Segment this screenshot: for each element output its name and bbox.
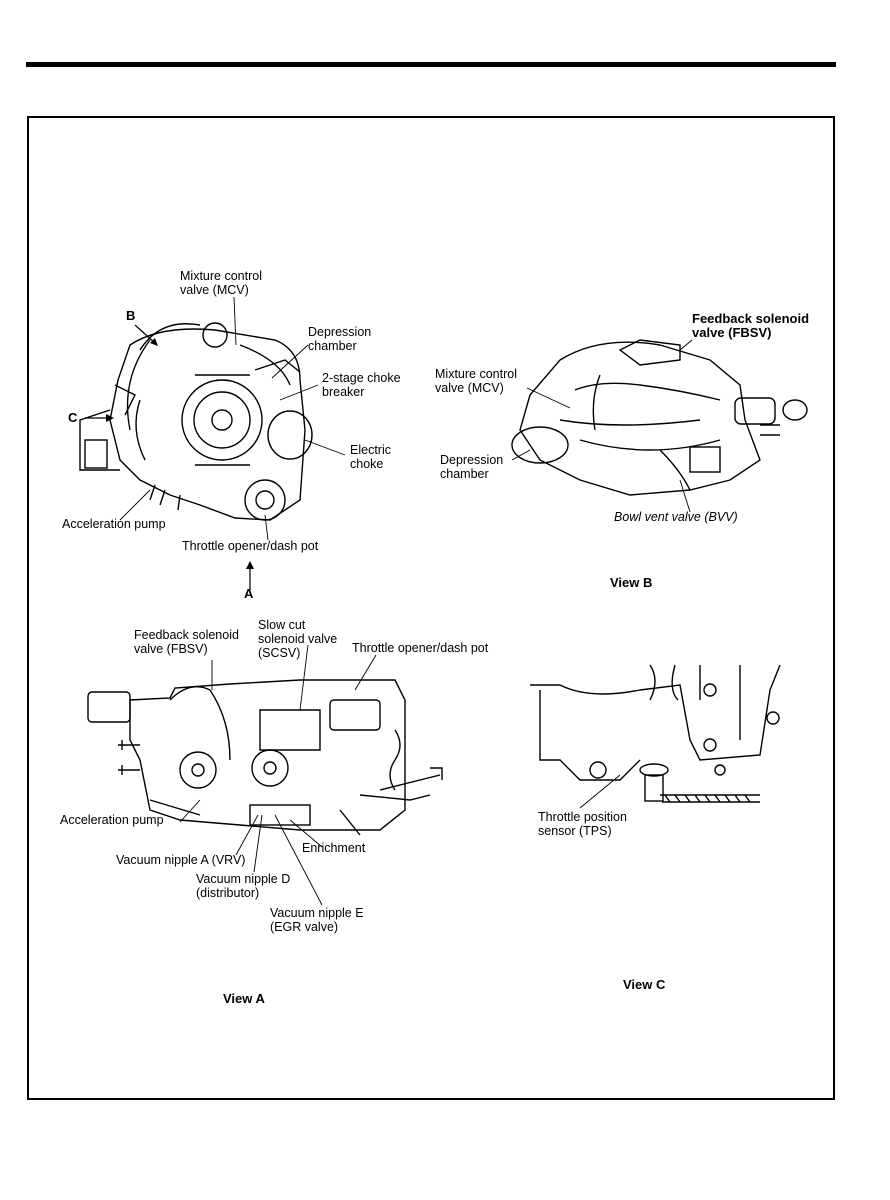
throttle-area-view-c-illustration <box>530 664 781 803</box>
label-fbsv-view-b: Feedback solenoid valve (FBSV) <box>692 311 810 340</box>
label-nipple-e: Vacuum nipple E (EGR valve) <box>270 906 364 934</box>
label-mcv-view-b: Mixture control valve (MCV) <box>435 367 517 395</box>
top-rule <box>26 62 836 67</box>
carburetor-main-illustration <box>79 322 313 521</box>
title-view-b: View B <box>610 575 653 590</box>
label-choke-breaker: 2-stage choke breaker <box>322 371 401 399</box>
label-nipple-d: Vacuum nipple D (distributor) <box>196 872 291 900</box>
arrow-label-b: B <box>126 308 136 323</box>
label-mcv-main: Mixture control valve (MCV) <box>180 269 262 297</box>
label-throttle-opener-view-a: Throttle opener/dash pot <box>352 641 489 655</box>
label-depression-main: Depression chamber <box>308 325 372 353</box>
figure-frame <box>27 116 835 1100</box>
carburetor-view-b-illustration <box>511 339 808 496</box>
arrow-label-a: A <box>244 586 254 601</box>
arrow-label-c: C <box>68 410 78 425</box>
label-accel-pump-view-a: Acceleration pump <box>60 813 164 827</box>
label-tps: Throttle position sensor (TPS) <box>538 810 627 838</box>
label-bvv: Bowl vent valve (BVV) <box>614 510 738 524</box>
title-view-a: View A <box>223 991 265 1006</box>
carburetor-view-a-illustration <box>87 679 443 836</box>
label-nipple-a: Vacuum nipple A (VRV) <box>116 853 246 867</box>
label-scsv: Slow cut solenoid valve (SCSV) <box>258 618 338 660</box>
label-throttle-opener-main: Throttle opener/dash pot <box>182 539 319 553</box>
title-view-c: View C <box>623 977 666 992</box>
label-depression-view-b: Depression chamber <box>440 453 504 481</box>
label-electric-choke: Electric choke <box>350 443 391 471</box>
label-fbsv-view-a: Feedback solenoid valve (FBSV) <box>134 628 239 656</box>
label-enrichment: Enrichment <box>302 841 366 855</box>
label-accel-pump-main: Acceleration pump <box>62 517 166 531</box>
